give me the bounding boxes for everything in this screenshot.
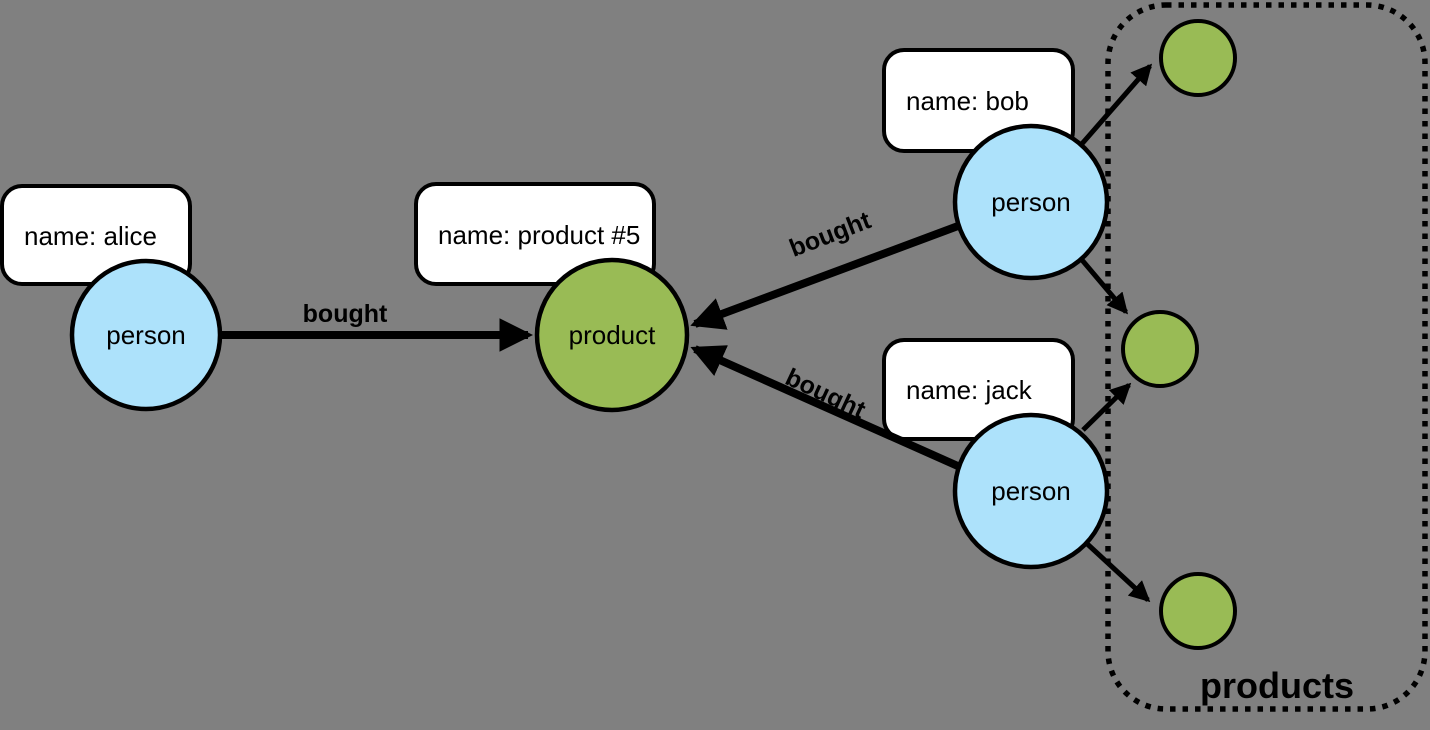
node-product-middle-circle	[1121, 310, 1199, 388]
node-bob-label: person	[991, 187, 1071, 217]
node-jack-label: person	[991, 476, 1071, 506]
node-jack-circle	[952, 412, 1110, 570]
node-product5-label: product	[569, 320, 656, 350]
node-bob-circle	[952, 123, 1110, 281]
edge-alice-bought-product: bought	[221, 300, 534, 352]
property-box-product: name: product #5	[414, 182, 656, 286]
edge-bob-to-top-product-line	[1078, 63, 1153, 148]
node-product5-circle	[534, 257, 690, 413]
edge-bob-to-middle-product-line	[1080, 258, 1129, 315]
property-label-alice: name: alice	[24, 221, 157, 251]
node-bob: person	[952, 123, 1110, 281]
products-group-label: products	[1200, 665, 1354, 706]
node-product-top-circle	[1159, 19, 1237, 97]
edge-jack-bought-product-line	[690, 345, 962, 471]
edge-jack-to-middle-product-line	[1081, 382, 1132, 432]
edge-label-alice-bought: bought	[303, 300, 388, 328]
property-label-jack: name: jack	[906, 375, 1033, 405]
property-label-bob: name: bob	[906, 86, 1029, 116]
node-alice-circle	[69, 258, 223, 412]
products-group: products	[1105, 2, 1428, 712]
edge-jack-to-bottom-product-line	[1081, 538, 1151, 603]
node-alice-label: person	[106, 320, 186, 350]
property-label-product: name: product #5	[438, 220, 640, 250]
node-jack: person	[952, 412, 1110, 570]
edge-bob-bought-product-line	[690, 222, 960, 330]
products-group-border	[1105, 2, 1428, 712]
property-box-product-rect	[414, 182, 656, 286]
node-alice: person	[69, 258, 223, 412]
node-product-bottom-circle	[1159, 572, 1237, 650]
node-product5: product	[534, 257, 690, 413]
